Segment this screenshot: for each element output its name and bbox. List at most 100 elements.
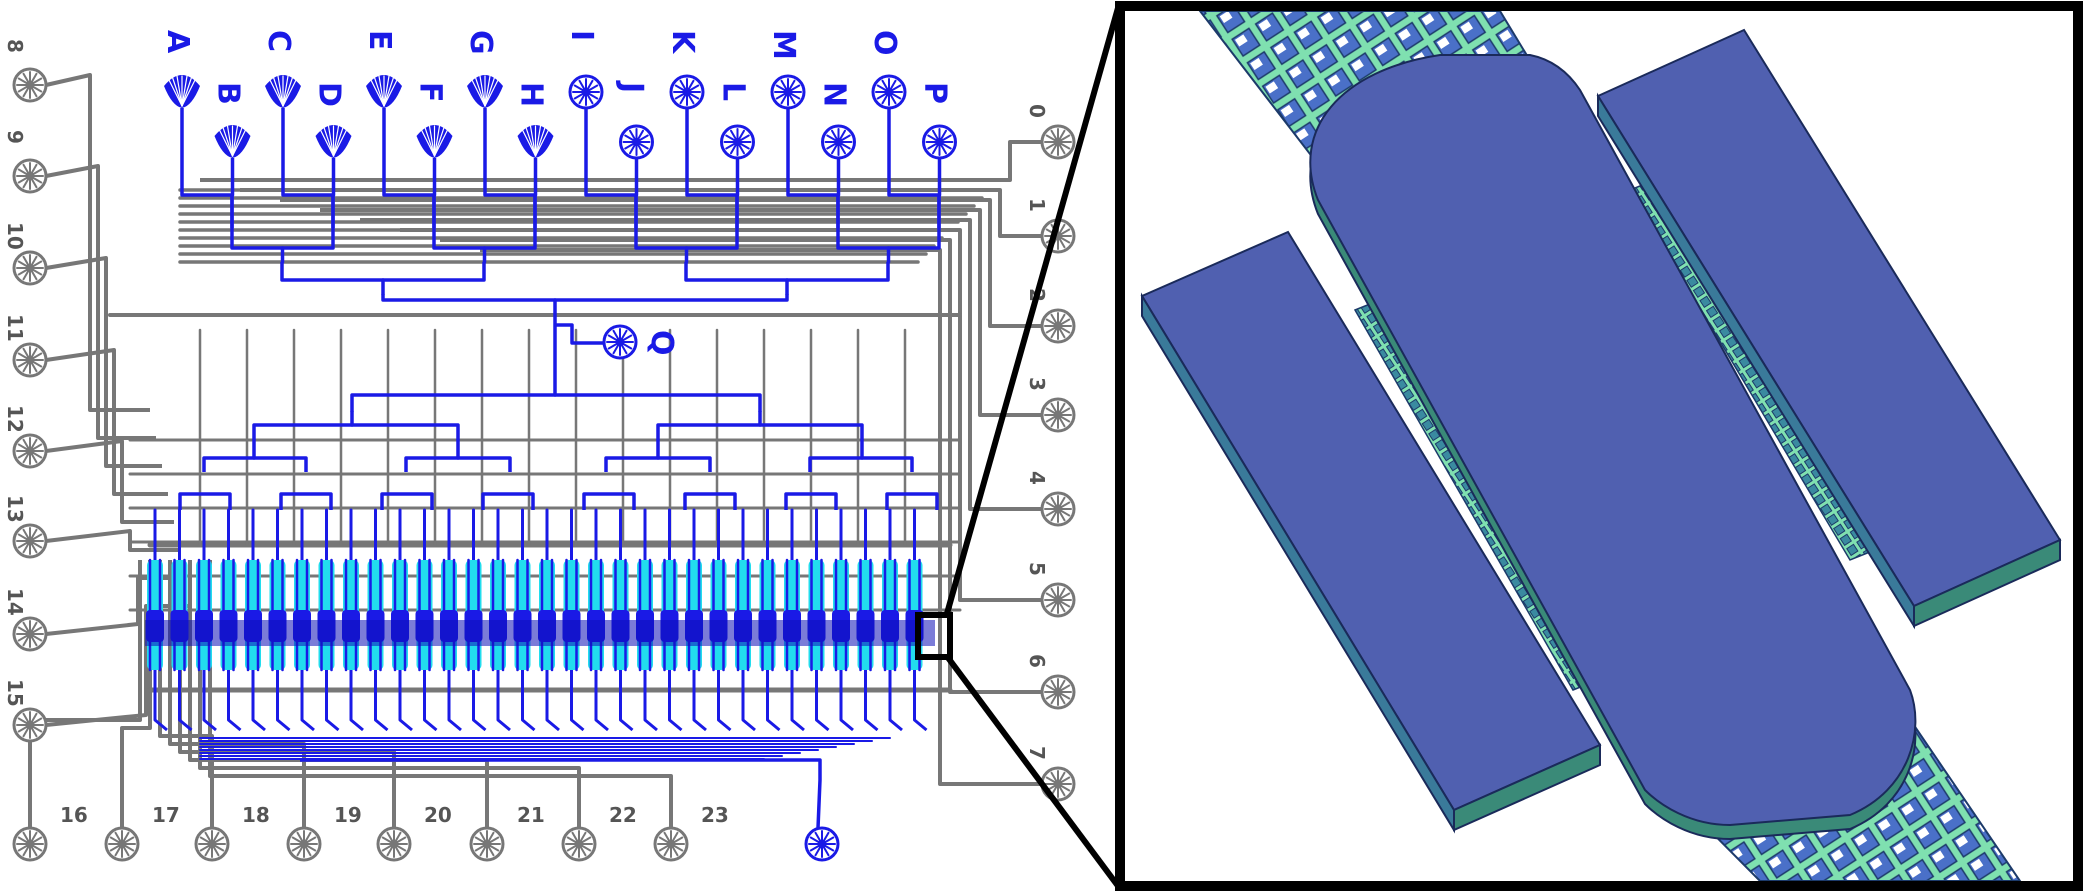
flow-column-drain: [251, 670, 266, 732]
inlet-port-B-rib: [231, 125, 244, 157]
flow-column-drain: [888, 670, 903, 732]
inlet-port-L: [720, 124, 755, 160]
flow-column-drain: [839, 670, 854, 732]
inlet-label-O: O: [867, 30, 902, 56]
flow-to-waste: [300, 758, 822, 829]
flow-column-drain: [300, 670, 315, 732]
control-port-21: [469, 826, 505, 862]
control-line-4: [360, 218, 1042, 511]
control-port-0: [1040, 124, 1076, 160]
control-port-19: [286, 826, 322, 862]
flow-to-outlet: [555, 323, 603, 345]
flow-inlet-N: [836, 158, 841, 228]
flow-column-drain: [717, 670, 732, 732]
inlet-port-F-rib: [433, 125, 446, 157]
inlet-port-G-rib: [479, 75, 486, 107]
flow-inlet-J: [634, 158, 639, 228]
flow-inlet-P: [937, 158, 942, 228]
flow-split-4: [178, 492, 232, 510]
inlet-port-H-rib: [534, 125, 552, 157]
inlet-label-A: A: [160, 30, 195, 54]
inlet-port-O: [871, 74, 907, 110]
control-port-label-8: 8: [3, 39, 27, 53]
flow-column-drain: [643, 670, 658, 732]
flow-merge-l4: [381, 294, 789, 302]
inlet-port-C: [265, 75, 301, 108]
inlet-port-H-rib: [524, 125, 537, 157]
flow-column-drain: [276, 670, 291, 732]
inlet-label-K: K: [665, 30, 700, 55]
inlet-port-B-rib: [221, 125, 234, 157]
control-port-12-hub: [26, 447, 34, 455]
control-port-label-9: 9: [3, 130, 27, 144]
zoom-callout-line-top: [943, 7, 1121, 618]
control-port-6-hub: [1054, 688, 1062, 696]
flow-split-1: [350, 393, 762, 412]
control-port-18-hub: [208, 840, 216, 848]
control-line-11: [45, 348, 168, 496]
inlet-port-O-hub: [885, 88, 893, 96]
control-port-12: [12, 433, 48, 469]
control-port-20-hub: [390, 840, 398, 848]
control-line-12: [45, 439, 174, 524]
control-port-label-16: 16: [60, 803, 88, 827]
flow-column-drain: [178, 670, 193, 732]
inlet-port-L-hub: [733, 138, 742, 146]
flow-column-drain: [594, 670, 609, 732]
inlet-port-J-hub: [632, 138, 641, 146]
flow-inlet-L: [735, 158, 740, 228]
flow-column-drain: [227, 670, 242, 732]
flow-split-2: [656, 423, 864, 440]
flow-column-drain: [815, 670, 830, 732]
flow-column-drain: [741, 670, 756, 732]
inlet-port-D-rib: [332, 125, 350, 157]
control-port-label-18: 18: [242, 803, 270, 827]
control-port-19-hub: [300, 840, 308, 848]
control-port-label-12: 12: [3, 405, 27, 433]
control-port-10: [12, 250, 48, 286]
inlet-label-N: N: [817, 82, 852, 107]
control-port-18: [194, 826, 230, 862]
inlet-port-A-rib: [181, 75, 188, 107]
inlet-label-J: J: [615, 80, 650, 93]
inlet-port-B-rib: [231, 125, 239, 157]
inlet-port-G-rib: [469, 75, 486, 107]
control-port-10-hub: [26, 264, 34, 272]
control-port-7-hub: [1054, 780, 1062, 788]
control-port-8: [12, 67, 48, 103]
reaction-chamber-array: [145, 558, 935, 672]
inlet-port-C-rib: [267, 75, 284, 107]
valve-bar-right: [1596, 28, 2062, 630]
inlet-port-K: [669, 74, 705, 110]
outlet-port-Q-hub: [616, 338, 624, 346]
inlet-port-G-rib: [484, 75, 501, 107]
control-port-17: [104, 826, 140, 862]
flow-channels: [153, 108, 942, 829]
flow-column-drain: [766, 670, 781, 732]
control-port-3-hub: [1054, 411, 1062, 419]
control-port-label-10: 10: [3, 222, 27, 250]
inlet-port-N: [821, 124, 856, 160]
inlet-port-A-rib: [171, 75, 183, 107]
flow-inlet-F: [432, 158, 437, 228]
control-port-2-hub: [1054, 322, 1062, 330]
inlet-port-H-rib: [534, 125, 547, 157]
inlet-port-A: [164, 75, 200, 108]
inlet-port-D-rib: [322, 125, 335, 157]
inlet-port-G-rib: [484, 75, 491, 107]
inlet-port-C-rib: [282, 75, 289, 107]
inlet-port-M-hub: [784, 88, 792, 96]
inlet-label-D: D: [312, 82, 347, 107]
control-port-label-19: 19: [334, 803, 362, 827]
inlet-port-I: [568, 74, 604, 110]
control-port-6: [1040, 674, 1076, 710]
inlet-label-I: I: [564, 30, 599, 41]
control-port-label-15: 15: [3, 679, 27, 707]
inlet-port-E-rib: [383, 75, 395, 107]
control-port-16-hub: [26, 840, 34, 848]
flow-column-drain: [668, 670, 683, 732]
control-port-label-21: 21: [517, 803, 545, 827]
inlet-port-E-rib: [373, 75, 385, 107]
inlet-port-G-rib: [474, 75, 486, 107]
inlet-port-G: [467, 75, 503, 108]
